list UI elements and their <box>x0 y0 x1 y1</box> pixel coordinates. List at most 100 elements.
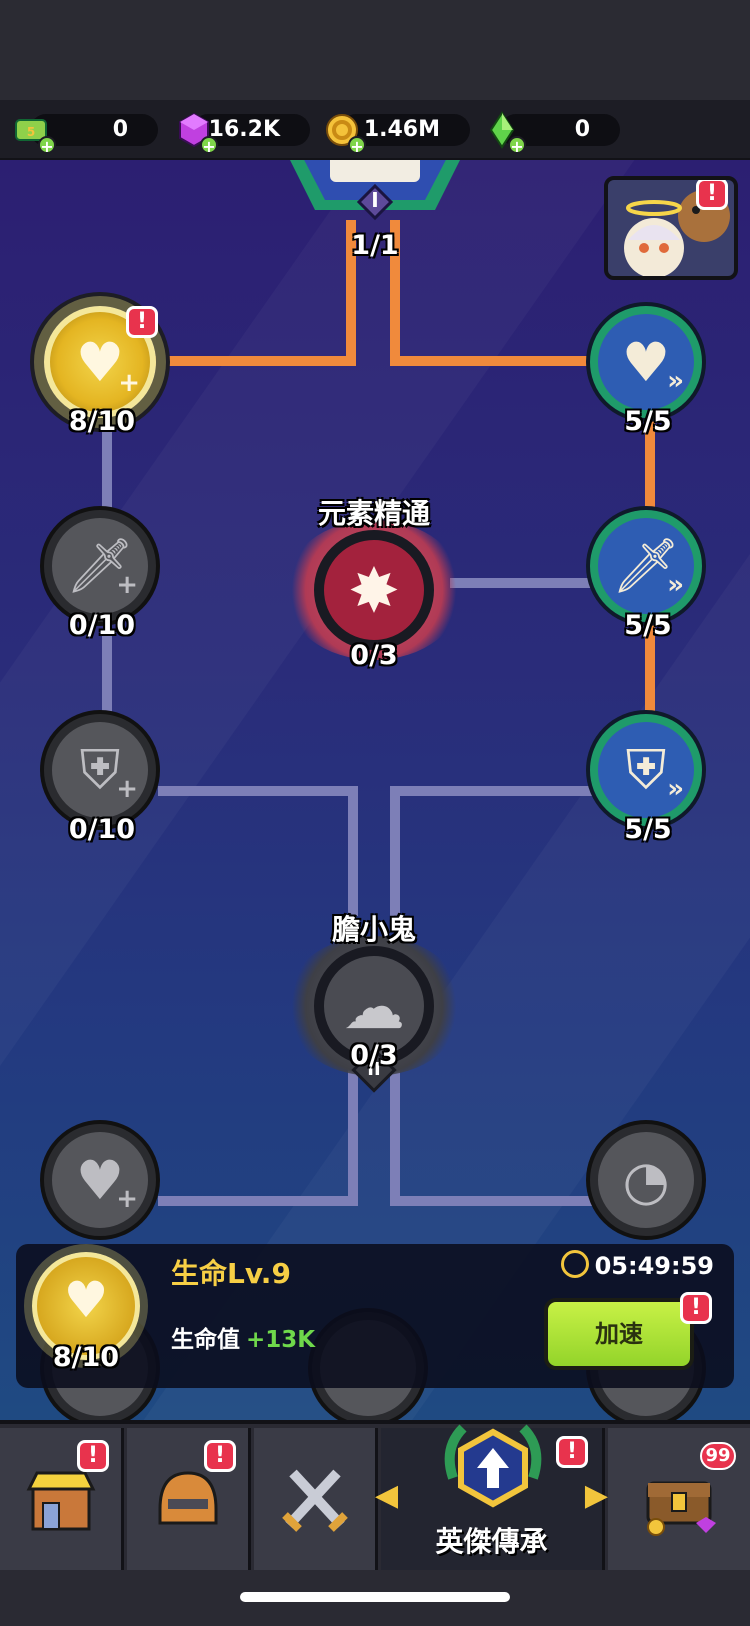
upgrade-arrow-icon <box>443 1418 543 1518</box>
add-gold-icon[interactable]: + <box>348 136 366 156</box>
path-line <box>390 1196 600 1206</box>
special-node-title: 元素精通 <box>317 497 430 530</box>
tab-treasure[interactable]: 99 <box>608 1428 750 1570</box>
node-count: 5/5 <box>624 814 672 845</box>
path-line <box>645 416 655 516</box>
path-line <box>390 786 400 916</box>
svg-text:5: 5 <box>27 125 35 139</box>
shield-icon: ⛨ <box>79 738 121 801</box>
sword-icon: 🗡 <box>611 534 681 597</box>
special-node-coward[interactable]: ☁ 膽小鬼 II <box>284 913 464 1093</box>
currency-green-gem[interactable]: + 0 <box>489 111 620 156</box>
purple-gem-icon: + <box>174 110 218 156</box>
tier-roman-numeral: II <box>367 1059 381 1080</box>
path-line <box>102 422 112 516</box>
talent-node-heart-plus[interactable]: ♥ + <box>44 306 156 418</box>
tab-shop[interactable]: ! <box>0 1428 124 1570</box>
currency-gold[interactable]: + 1.46M <box>326 114 470 156</box>
plus-icon: + <box>118 368 140 398</box>
tab-equipment[interactable]: ! <box>127 1428 251 1570</box>
node-count: 0/3 <box>350 640 398 671</box>
bottom-nav: ! ! ◀ ▶ ! 英傑傳承 99 <box>0 1420 750 1570</box>
special-node-element-mastery[interactable]: ✸ 元素精通 <box>284 497 464 660</box>
talent-node-shield-up[interactable]: ⛨ » <box>590 714 702 826</box>
status-area <box>0 0 750 100</box>
tier-roman-numeral: I <box>371 188 379 212</box>
plus-icon: + <box>116 570 138 600</box>
talent-node-heart-plus-locked[interactable]: ♥ + <box>44 1124 156 1236</box>
speed-up-button[interactable]: 加速 <box>544 1298 694 1370</box>
sword-icon: 🗡 <box>65 534 135 597</box>
tab-label: 英傑傳承 <box>435 1525 548 1558</box>
currency-bar: 5 + 0 + 16.2K + 1.46M + 0 <box>0 100 750 160</box>
add-purple-gem-icon[interactable]: + <box>200 136 218 156</box>
path-line <box>102 630 112 722</box>
add-ticket-icon[interactable]: + <box>38 136 56 156</box>
crossed-swords-icon <box>254 1428 375 1570</box>
talent-node-dodge-locked[interactable]: ◔ <box>590 1124 702 1236</box>
top-tier-node[interactable]: I <box>285 160 465 221</box>
tab-battle[interactable] <box>254 1428 378 1570</box>
upgrade-timer: 05:49:59 <box>560 1250 714 1281</box>
selected-talent-count: 8/10 <box>52 1342 120 1373</box>
talent-node-sword-plus[interactable]: 🗡 + <box>44 510 156 622</box>
path-line <box>390 786 600 796</box>
path-line <box>348 1060 358 1206</box>
node-count: 0/10 <box>68 610 136 641</box>
tab-alert-badge: ! <box>556 1436 588 1468</box>
node-alert-badge: ! <box>126 306 158 338</box>
chevron-right-icon: ▶ <box>584 1478 608 1513</box>
chevron-up-icon: » <box>667 570 684 600</box>
special-node-title: 膽小鬼 <box>331 913 416 946</box>
plus-icon: + <box>116 774 138 804</box>
stat-value: +13K <box>246 1327 316 1353</box>
purple-gem-value: 16.2K <box>208 117 280 142</box>
element-burst-icon: ✸ <box>314 530 434 650</box>
tab-alert-badge: ! <box>77 1440 109 1472</box>
tab-hero-legacy[interactable]: ◀ ▶ ! 英傑傳承 <box>375 1424 608 1570</box>
path-line <box>390 220 400 366</box>
node-count: 5/5 <box>624 610 672 641</box>
portrait-alert-badge: ! <box>696 180 728 210</box>
heart-icon: ♥ <box>75 1148 125 1212</box>
timer-value: 05:49:59 <box>594 1252 714 1280</box>
path-line <box>450 578 600 588</box>
shield-icon: ⛨ <box>625 738 667 801</box>
chevron-up-icon: » <box>667 366 684 396</box>
currency-ticket[interactable]: 5 + 0 <box>15 114 158 156</box>
home-indicator[interactable] <box>240 1592 510 1602</box>
talent-node-heart-up[interactable]: ♥ » <box>590 306 702 418</box>
tab-alert-badge: ! <box>204 1440 236 1472</box>
node-count: 0/3 <box>350 1040 398 1071</box>
gold-value: 1.46M <box>363 117 440 142</box>
selected-talent-stat: 生命值+13K <box>171 1320 315 1354</box>
path-line <box>390 356 600 366</box>
chevron-up-icon: » <box>667 774 684 804</box>
hero-portrait[interactable]: ! <box>604 176 738 280</box>
heart-icon: ♥ <box>63 1271 109 1329</box>
currency-purple-gem[interactable]: + 16.2K <box>179 112 310 156</box>
tab-count-badge: 99 <box>700 1442 736 1470</box>
ticket-value: 0 <box>112 117 128 142</box>
plus-icon: + <box>116 1184 138 1214</box>
path-line <box>150 356 356 366</box>
shop-icon <box>0 1428 121 1570</box>
selected-talent-panel: ♥ 8/10 生命Lv.9 生命值+13K 05:49:59 加速 ! <box>16 1244 734 1388</box>
helmet-icon <box>127 1428 248 1570</box>
talent-node-shield-plus[interactable]: ⛨ + <box>44 714 156 826</box>
stopwatch-icon <box>560 1250 589 1278</box>
green-gem-value: 0 <box>574 117 590 142</box>
talent-board: I 1/1 ! ♥ + ! 8/10 ♥ » 5/5 🗡 + 0/10 ✸ 元 <box>0 160 750 1420</box>
talent-node-sword-up[interactable]: 🗡 » <box>590 510 702 622</box>
stat-label: 生命值 <box>171 1327 240 1353</box>
top-tier-count: 1/1 <box>351 230 399 261</box>
selected-talent-icon: ♥ 8/10 <box>22 1242 150 1373</box>
add-green-gem-icon[interactable]: + <box>508 136 526 156</box>
green-gem-icon: + <box>482 110 526 156</box>
path-line <box>348 786 358 916</box>
speed-up-alert-badge: ! <box>680 1292 712 1324</box>
path-line <box>645 622 655 722</box>
path-line <box>158 1196 358 1206</box>
swirl-icon: ◔ <box>622 1148 670 1212</box>
heart-icon: ♥ <box>621 330 671 394</box>
